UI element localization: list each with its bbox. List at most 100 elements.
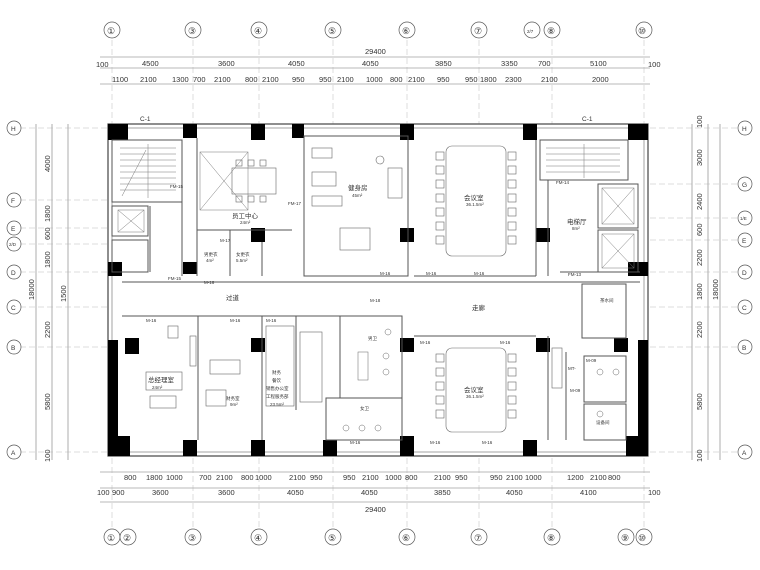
door-m16-l: M-16 <box>482 440 493 445</box>
door-m16-i: M-16 <box>500 340 511 345</box>
svg-text:4050: 4050 <box>288 59 305 68</box>
svg-text:800: 800 <box>390 75 403 84</box>
left-overall-dim: 18000 <box>27 279 36 300</box>
stair-staff-center <box>199 151 249 211</box>
left-grid-bubbles <box>6 120 22 460</box>
staff-table <box>231 159 277 203</box>
open-office-area: 23.5m² <box>270 402 285 407</box>
door-m16-e: M-16 <box>266 318 277 323</box>
left-bubble-e: E <box>11 226 16 233</box>
svg-text:2000: 2000 <box>592 75 609 84</box>
svg-text:2200: 2200 <box>695 249 704 266</box>
svg-text:1500: 1500 <box>59 285 68 302</box>
svg-text:800: 800 <box>245 75 258 84</box>
top-bubble-1: ① <box>107 26 115 36</box>
door-m16-b: M-16 <box>380 271 391 276</box>
svg-text:2100: 2100 <box>541 75 558 84</box>
open-office-line2: 餐饮 <box>272 377 281 384</box>
door-m09-b: M-09 <box>570 388 581 393</box>
bottom-bubble-7: ⑦ <box>474 533 482 543</box>
door-m16-c: M-16 <box>146 318 157 323</box>
svg-text:700: 700 <box>199 473 212 482</box>
right-bubble-d: D <box>742 270 747 277</box>
door-m16-h: M-16 <box>420 340 431 345</box>
right-bubble-b: B <box>742 345 746 352</box>
svg-text:2100: 2100 <box>214 75 231 84</box>
svg-text:3600: 3600 <box>218 59 235 68</box>
right-bubble-e: E <box>742 238 747 245</box>
right-grid-bubbles <box>737 120 753 460</box>
door-mt: MT- <box>568 366 576 371</box>
svg-text:1000: 1000 <box>525 473 542 482</box>
columns <box>108 124 648 456</box>
finance-label: 财务室 <box>226 395 240 402</box>
meeting-table-bottom <box>435 347 517 433</box>
svg-text:950: 950 <box>455 473 468 482</box>
left-dim-inner: 4000 1800 600 1800 1500 2200 5800 100 <box>43 155 68 462</box>
bottom-bubble-1: ① <box>107 533 115 543</box>
svg-text:600: 600 <box>695 223 704 236</box>
right-dim-inner: 100 3000 2400 600 2200 1800 2200 5800 10… <box>695 115 704 462</box>
svg-text:2100: 2100 <box>216 473 233 482</box>
elevator-hall-area: 8m² <box>572 226 580 231</box>
stair-right <box>546 144 620 178</box>
svg-text:3850: 3850 <box>435 59 452 68</box>
svg-text:2100: 2100 <box>140 75 157 84</box>
women-locker-label: 女更衣 <box>236 251 250 258</box>
left-bubble-b: B <box>11 345 15 352</box>
door-tags: FM-15 FM-15 FM-17 M-17 M-16 M-16 M-16 M-… <box>146 180 597 445</box>
bottom-dim-row2: 100 900 3600 3600 4050 4050 3850 4050 41… <box>97 488 661 497</box>
right-overall-dim: 18000 <box>711 279 720 300</box>
svg-text:950: 950 <box>319 75 332 84</box>
svg-text:950: 950 <box>437 75 450 84</box>
door-m17: M-17 <box>220 238 231 243</box>
right-bubble-h: H <box>742 126 747 133</box>
svg-text:950: 950 <box>343 473 356 482</box>
svg-text:1000: 1000 <box>385 473 402 482</box>
svg-text:3600: 3600 <box>152 488 169 497</box>
meeting-top-area: 36.1.5m² <box>466 202 484 207</box>
svg-text:100: 100 <box>97 488 110 497</box>
top-bubble-8: ⑧ <box>547 26 555 36</box>
svg-text:100: 100 <box>648 488 661 497</box>
svg-text:950: 950 <box>465 75 478 84</box>
svg-text:1000: 1000 <box>255 473 272 482</box>
utility-label: 设备间 <box>596 419 610 426</box>
svg-text:1200: 1200 <box>567 473 584 482</box>
top-bubble-4: ④ <box>254 26 262 36</box>
svg-text:4050: 4050 <box>287 488 304 497</box>
svg-text:4050: 4050 <box>361 488 378 497</box>
office-furniture <box>145 325 563 409</box>
room-labels: C-1 C-1 员工中心 24m² 健身房 45m² 会议室 36.1.5m² … <box>140 116 614 426</box>
open-office-line4: 工程服务部 <box>266 393 289 400</box>
meeting-bottom-label: 会议室 <box>464 385 484 394</box>
door-m16-g: M-16 <box>474 271 485 276</box>
svg-text:4050: 4050 <box>362 59 379 68</box>
pantry-label: 茶水间 <box>600 297 614 304</box>
svg-text:900: 900 <box>112 488 125 497</box>
svg-text:950: 950 <box>310 473 323 482</box>
overall-dim-top: 29400 <box>365 47 386 56</box>
svg-text:3850: 3850 <box>434 488 451 497</box>
svg-text:2300: 2300 <box>505 75 522 84</box>
svg-text:4100: 4100 <box>580 488 597 497</box>
svg-text:100: 100 <box>648 60 661 69</box>
svg-text:1800: 1800 <box>43 251 52 268</box>
svg-text:2100: 2100 <box>434 473 451 482</box>
door-m18: M-18 <box>370 298 381 303</box>
stair-label-left: C-1 <box>140 116 151 123</box>
meeting-table-top <box>435 145 517 257</box>
building <box>107 123 649 457</box>
right-bubble-g: G <box>742 182 747 189</box>
svg-text:2100: 2100 <box>590 473 607 482</box>
svg-text:800: 800 <box>608 473 621 482</box>
svg-text:4000: 4000 <box>43 155 52 172</box>
elevators <box>117 187 635 269</box>
top-bubble-2-7: 2/7 <box>527 29 534 34</box>
svg-text:1800: 1800 <box>146 473 163 482</box>
svg-text:2100: 2100 <box>289 473 306 482</box>
svg-text:2200: 2200 <box>43 321 52 338</box>
left-bubble-c: C <box>11 305 16 312</box>
svg-text:700: 700 <box>538 59 551 68</box>
right-bubble-a: A <box>742 450 747 457</box>
